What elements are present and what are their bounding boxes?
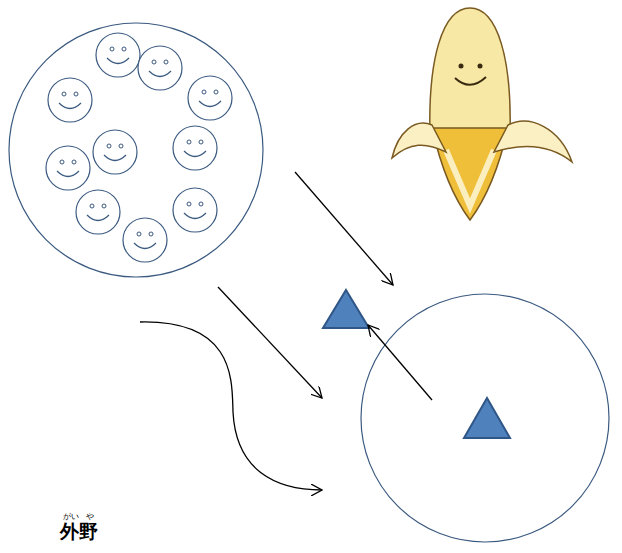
furigana: や — [86, 513, 94, 521]
banana-character — [392, 8, 572, 220]
arrows — [140, 172, 432, 490]
triangle-inside — [464, 398, 510, 438]
target-circle — [361, 294, 609, 542]
smiley-faces — [46, 33, 232, 262]
group-circle — [9, 23, 263, 277]
furigana: がい — [63, 513, 79, 521]
triangle-outside — [323, 290, 369, 328]
term-label: 外野 — [60, 522, 98, 541]
